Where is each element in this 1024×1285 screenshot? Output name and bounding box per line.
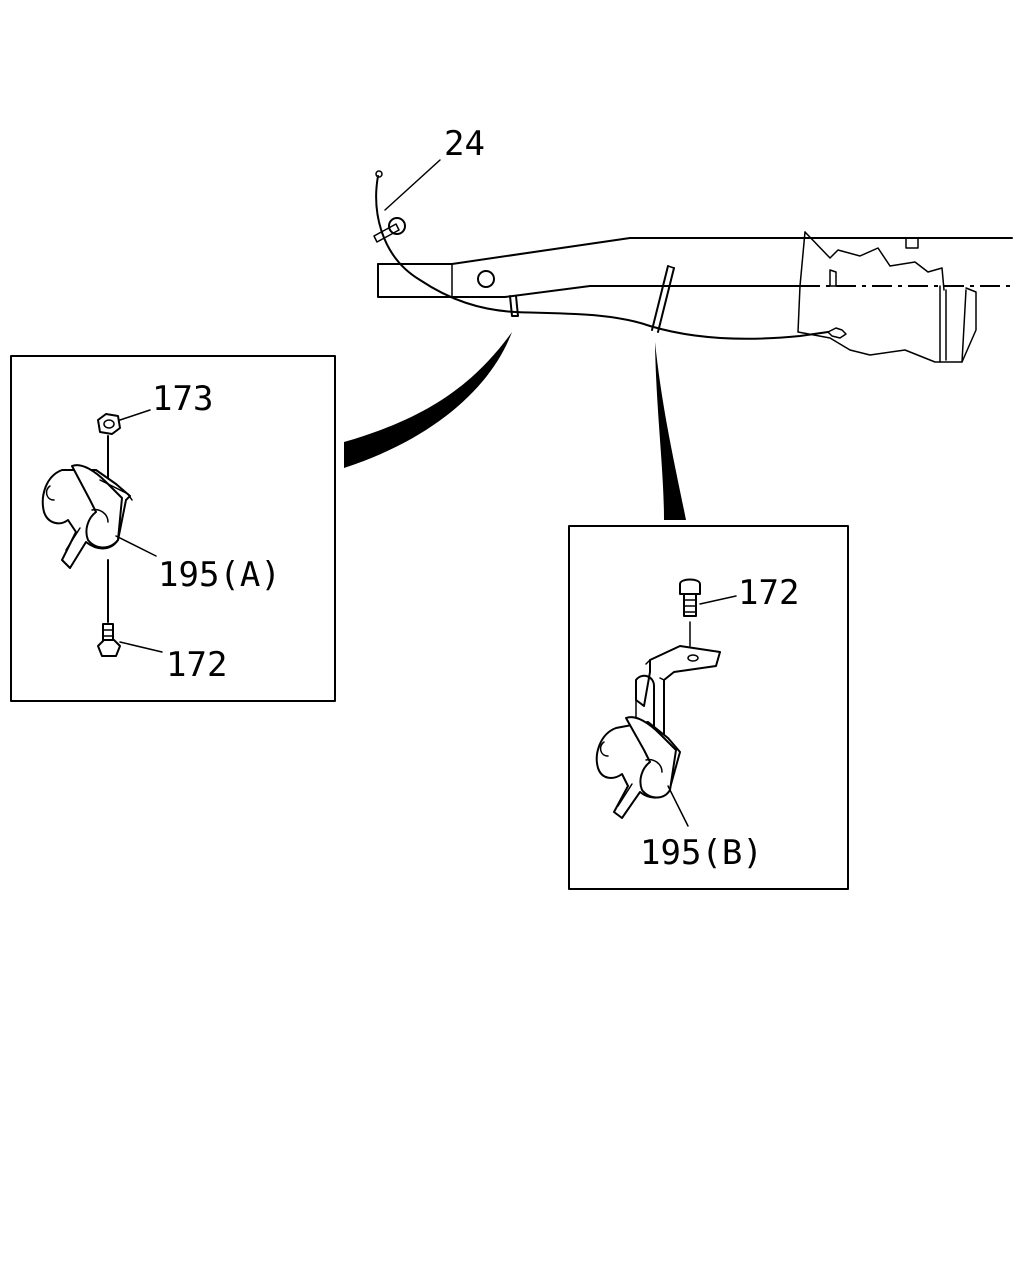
label-172a: 172	[166, 645, 227, 685]
clip-195a	[41, 464, 133, 569]
cable-24	[373, 159, 847, 340]
nut-173	[97, 413, 121, 435]
label-195b: 195(B)	[640, 833, 763, 873]
pointer-b	[655, 342, 686, 520]
label-172b: 172	[738, 573, 799, 613]
detail-box-b	[568, 525, 849, 890]
pointer-a	[344, 332, 512, 468]
frame-hole	[477, 270, 495, 288]
label-173: 173	[152, 379, 213, 419]
bolt-172a	[97, 623, 121, 657]
bolt-172b	[679, 578, 701, 617]
detail-box-a	[10, 355, 336, 702]
label-24: 24	[444, 124, 485, 164]
clip-195b	[595, 716, 681, 819]
frame-rail	[377, 231, 1013, 363]
label-195a: 195(A)	[158, 555, 281, 595]
